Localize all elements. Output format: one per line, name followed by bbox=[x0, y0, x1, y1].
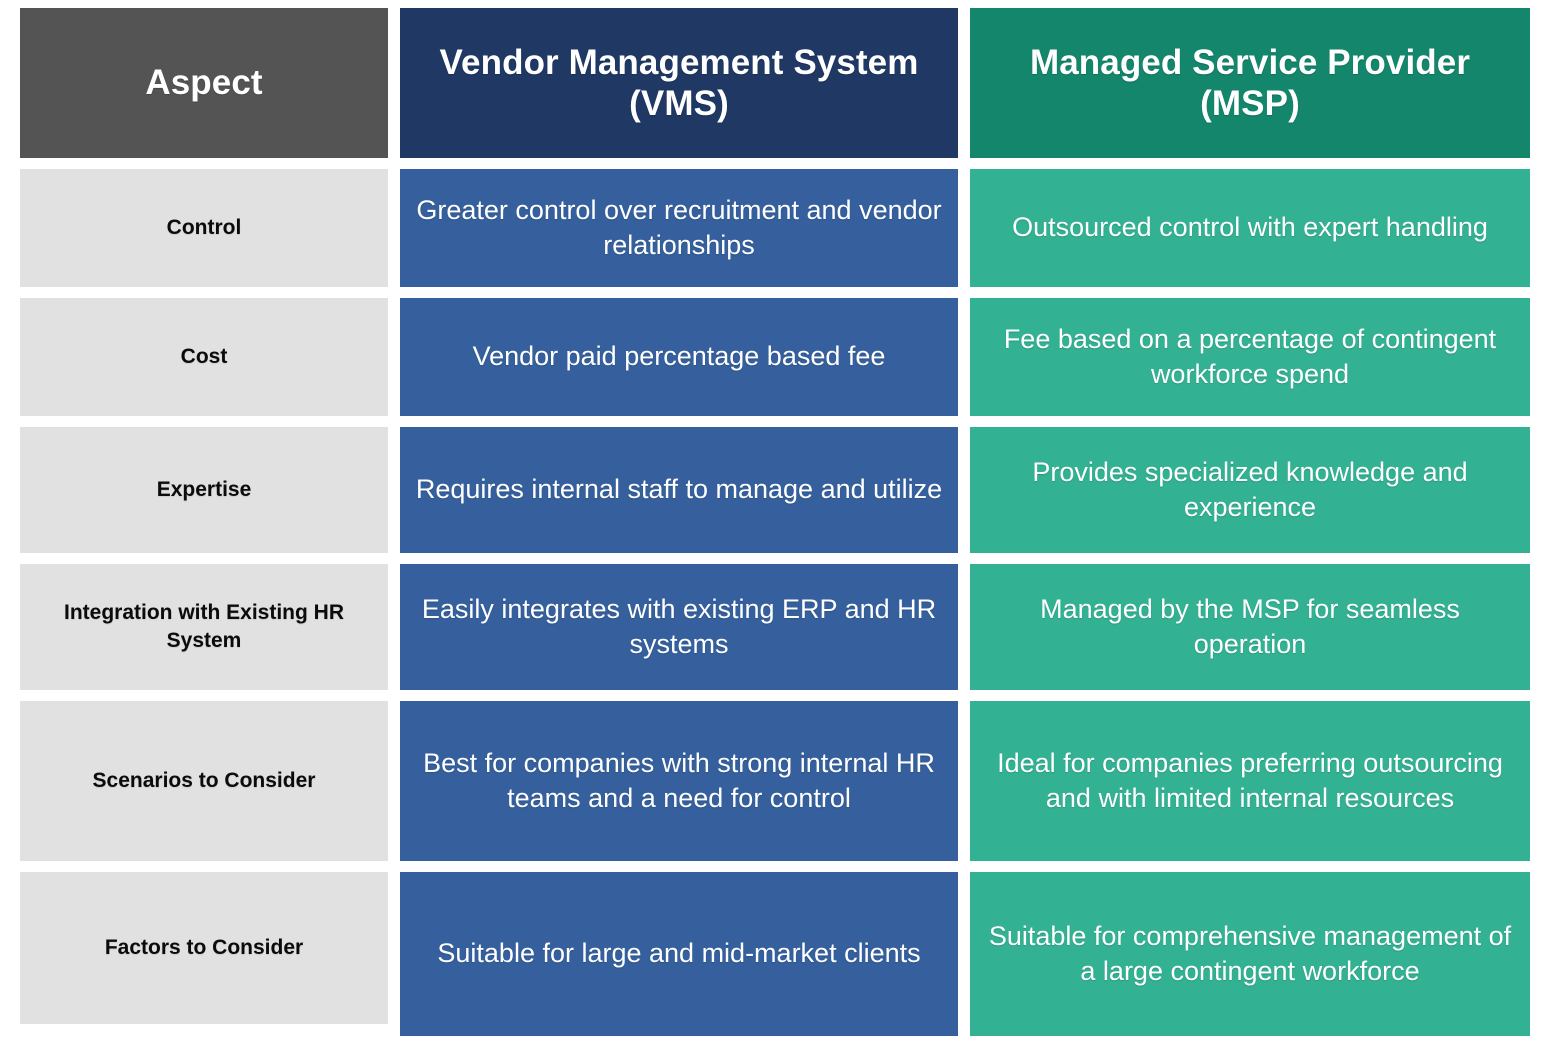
table-row-vms-cell: Greater control over recruitment and ven… bbox=[400, 169, 958, 287]
table-row-msp-cell: Managed by the MSP for seamless operatio… bbox=[970, 564, 1530, 690]
column-header-vms: Vendor Management System (VMS) bbox=[400, 8, 958, 158]
vms-value: Best for companies with strong internal … bbox=[423, 747, 935, 813]
aspect-label: Factors to Consider bbox=[104, 936, 304, 960]
vms-value: Vendor paid percentage based fee bbox=[472, 341, 886, 372]
msp-value: Ideal for companies preferring outsourci… bbox=[997, 747, 1503, 813]
msp-value: Outsourced control with expert handling bbox=[1012, 212, 1488, 243]
column-header-aspect: Aspect bbox=[20, 8, 388, 158]
table-row-aspect-cell: Control bbox=[20, 169, 388, 287]
column-header-msp: Managed Service Provider (MSP) bbox=[970, 8, 1530, 158]
msp-value: Fee based on a percentage of contingent … bbox=[1003, 323, 1497, 389]
vms-value: Suitable for large and mid-market client… bbox=[437, 938, 921, 969]
vms-value: Requires internal staff to manage and ut… bbox=[415, 474, 943, 505]
table-row-vms-cell: Suitable for large and mid-market client… bbox=[400, 872, 958, 1036]
table-row-aspect-cell: Cost bbox=[20, 298, 388, 416]
table-row-msp-cell: Outsourced control with expert handling bbox=[970, 169, 1530, 287]
vms-value: Easily integrates with existing ERP and … bbox=[421, 593, 937, 659]
table-row-aspect-cell: Expertise bbox=[20, 427, 388, 553]
table-row-vms-cell: Easily integrates with existing ERP and … bbox=[400, 564, 958, 690]
vms-value: Greater control over recruitment and ven… bbox=[416, 194, 942, 260]
aspect-label: Scenarios to Consider bbox=[92, 769, 316, 793]
msp-value: Suitable for comprehensive management of… bbox=[988, 920, 1512, 986]
aspect-label: Integration with Existing HR System bbox=[63, 601, 344, 652]
table-row-msp-cell: Provides specialized knowledge and exper… bbox=[970, 427, 1530, 553]
table-row-msp-cell: Fee based on a percentage of contingent … bbox=[970, 298, 1530, 416]
table-row-vms-cell: Requires internal staff to manage and ut… bbox=[400, 427, 958, 553]
table-row-msp-cell: Ideal for companies preferring outsourci… bbox=[970, 701, 1530, 861]
aspect-label: Expertise bbox=[156, 478, 252, 502]
table-row-aspect-cell: Factors to Consider bbox=[20, 872, 388, 1024]
msp-value: Managed by the MSP for seamless operatio… bbox=[1040, 593, 1460, 659]
table-row-aspect-cell: Scenarios to Consider bbox=[20, 701, 388, 861]
column-header-msp-label: Managed Service Provider (MSP) bbox=[1029, 42, 1471, 123]
table-row-msp-cell: Suitable for comprehensive management of… bbox=[970, 872, 1530, 1036]
aspect-label: Cost bbox=[180, 345, 228, 369]
table-row-vms-cell: Best for companies with strong internal … bbox=[400, 701, 958, 861]
column-header-vms-label: Vendor Management System (VMS) bbox=[439, 42, 919, 123]
table-row-vms-cell: Vendor paid percentage based fee bbox=[400, 298, 958, 416]
table-row-aspect-cell: Integration with Existing HR System bbox=[20, 564, 388, 690]
aspect-label: Control bbox=[166, 216, 242, 240]
msp-value: Provides specialized knowledge and exper… bbox=[1032, 456, 1468, 522]
column-header-aspect-label: Aspect bbox=[145, 63, 263, 103]
